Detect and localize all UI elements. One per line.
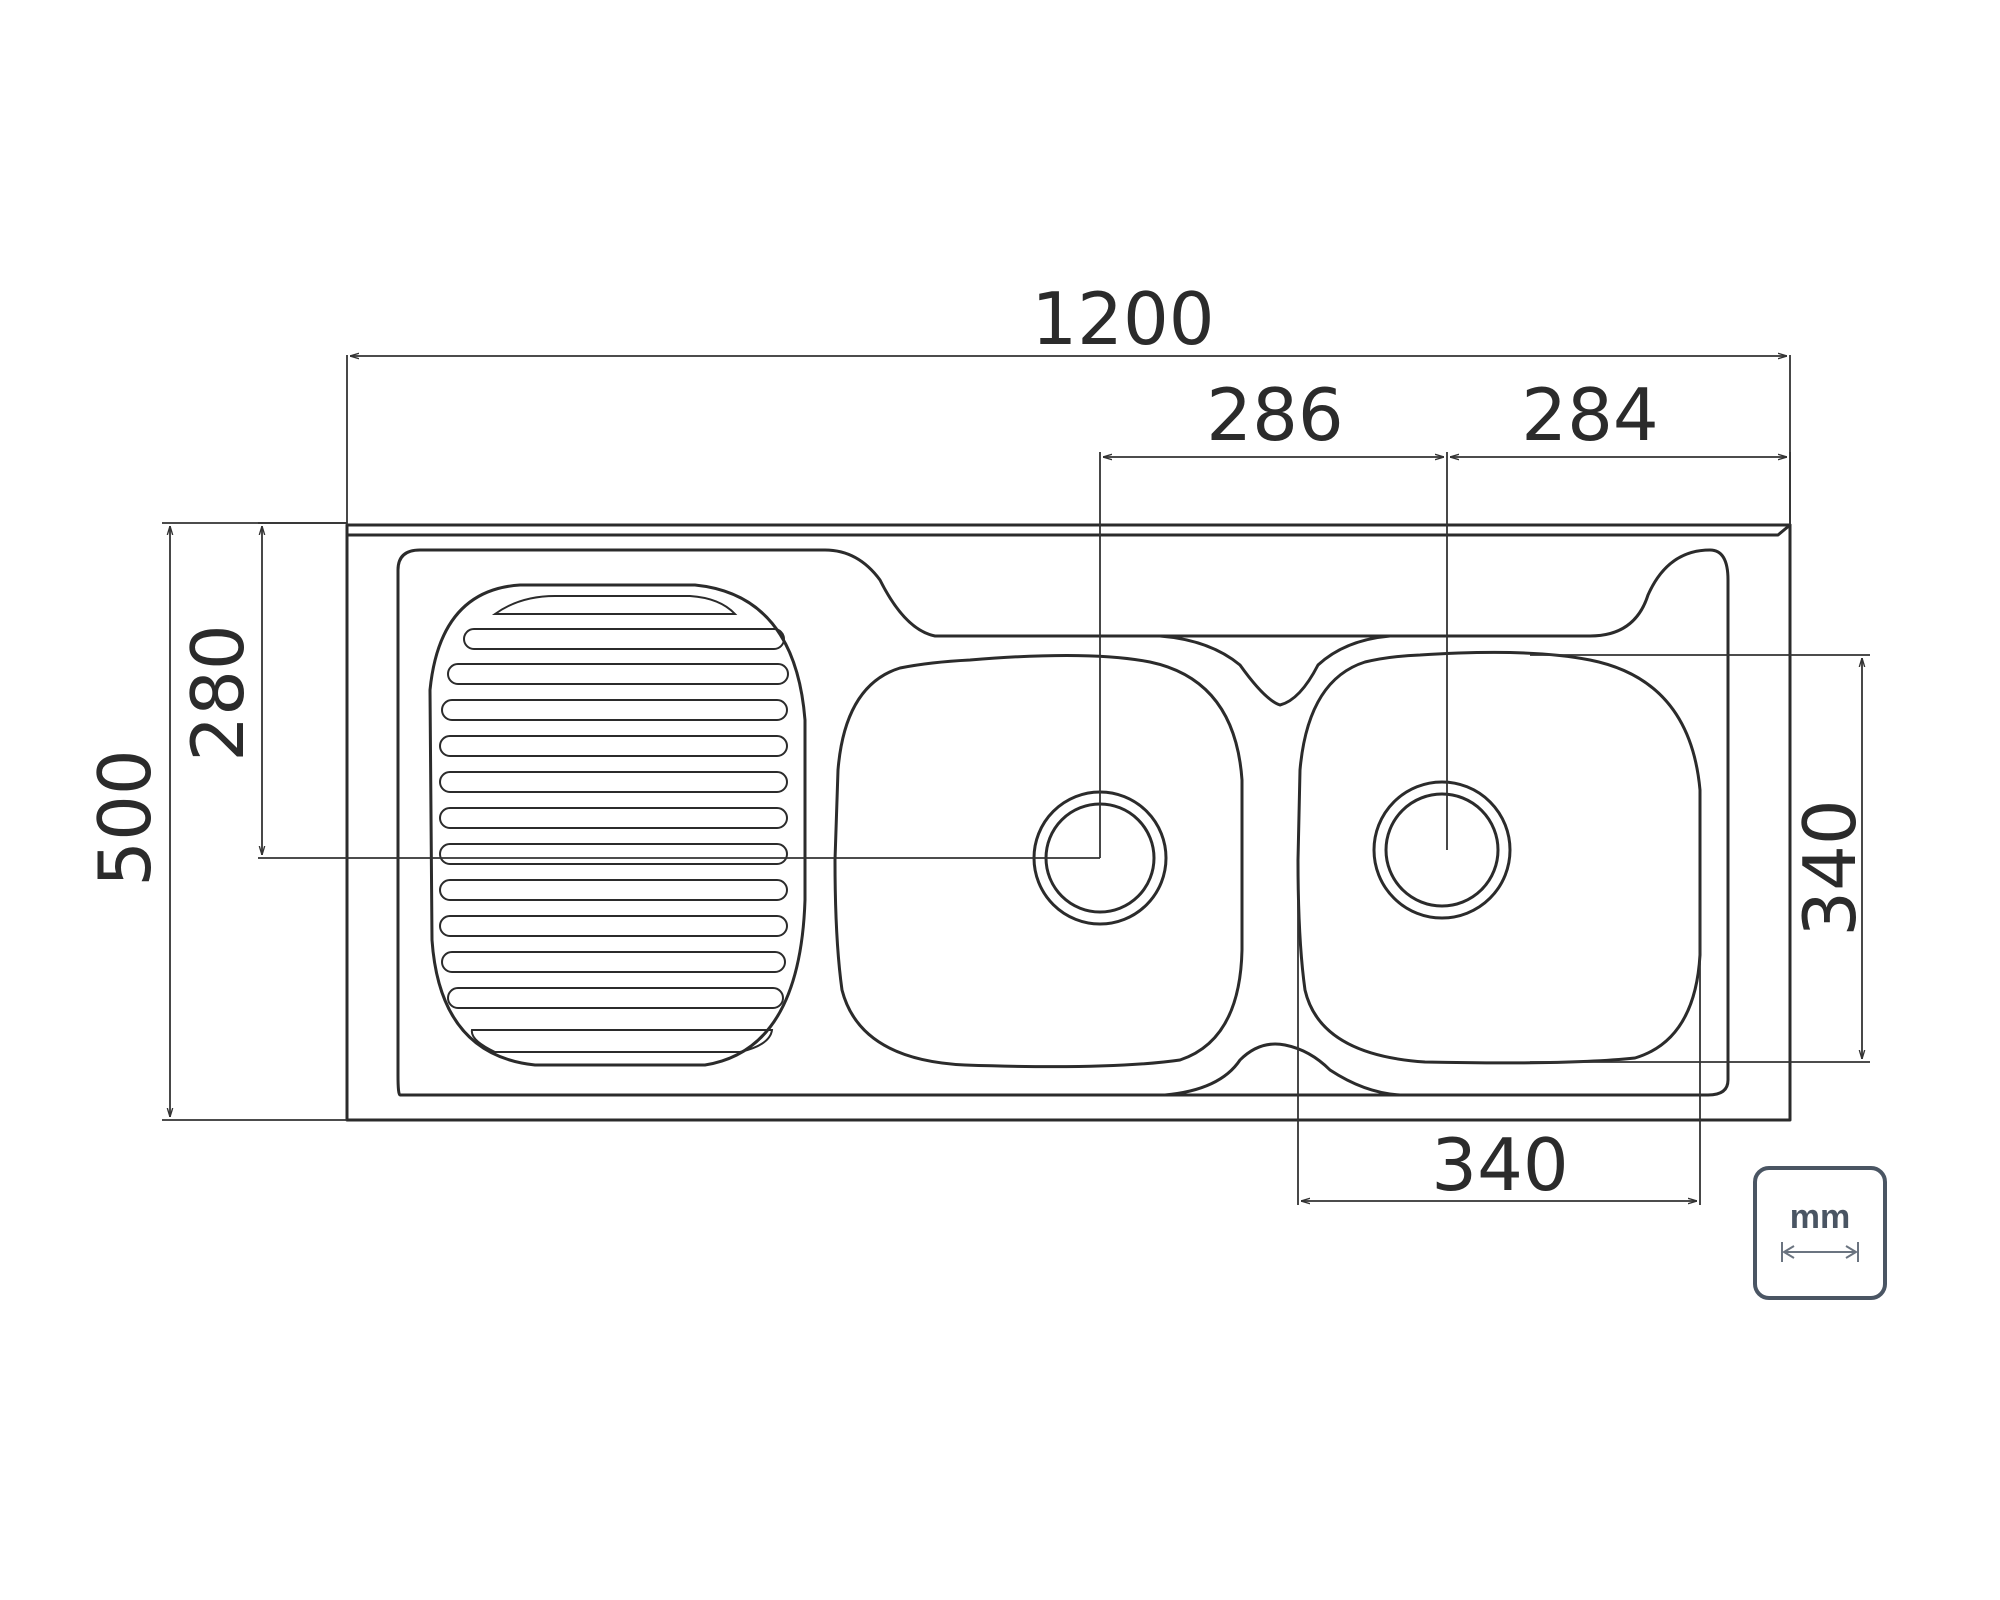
bowl-divider [1158, 634, 1402, 1097]
dim-284-label: 284 [1521, 373, 1658, 457]
dim-bowl-width: 340 [1297, 900, 1701, 1207]
dim-286-label: 286 [1206, 373, 1343, 457]
dim-340-horizontal-label: 340 [1431, 1123, 1568, 1207]
dim-500-label: 500 [83, 749, 167, 886]
dim-bowl-height: 340 [1530, 654, 1872, 1063]
left-bowl [833, 653, 1244, 1069]
unit-badge-label: mm [1790, 1198, 1850, 1236]
dim-1200-label: 1200 [1031, 277, 1214, 361]
dim-drain-offsets: 286 284 [1099, 373, 1791, 858]
dim-340-vertical-label: 340 [1788, 799, 1872, 936]
drainer-ribs [439, 595, 789, 1053]
right-bowl [1296, 650, 1702, 1065]
dim-overall-length: 1200 [346, 277, 1791, 525]
drainer-board [428, 583, 807, 1067]
dim-overall-width: 500 [83, 522, 347, 1121]
double-arrow-icon [1781, 1242, 1859, 1262]
dim-280-label: 280 [176, 624, 260, 761]
right-drain-outer [1372, 780, 1512, 920]
unit-badge: mm [1753, 1166, 1887, 1300]
right-drain-inner [1384, 792, 1500, 908]
dim-drain-depth: 280 [176, 522, 1100, 859]
